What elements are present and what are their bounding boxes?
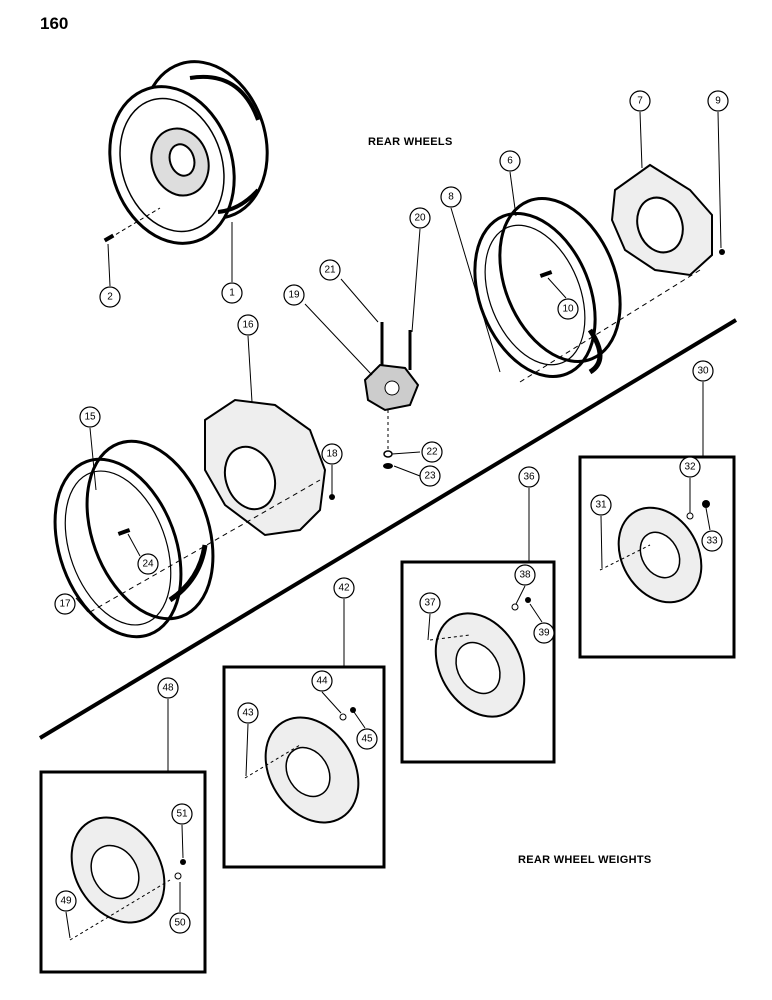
callout-6: 6 <box>507 156 513 167</box>
callout-circle-50 <box>169 912 191 934</box>
callout-circle-33 <box>701 530 723 552</box>
callout-18: 18 <box>326 449 338 460</box>
callout-1: 1 <box>229 288 235 299</box>
callout-51: 51 <box>176 809 188 820</box>
callout-circle-20 <box>409 207 431 229</box>
callout-circle-6 <box>499 150 521 172</box>
callout-37: 37 <box>424 598 436 609</box>
callout-22: 22 <box>426 447 438 458</box>
callout-circle-16 <box>237 314 259 336</box>
callout-circle-21 <box>319 259 341 281</box>
callout-labels: 1 2 6 7 8 9 10 15 16 17 18 19 20 21 22 2… <box>59 96 721 929</box>
callout-23: 23 <box>424 471 436 482</box>
callout-circle-24 <box>137 553 159 575</box>
callout-42: 42 <box>338 583 350 594</box>
callout-circle-37 <box>419 592 441 614</box>
wheel-assembly-15 <box>53 439 215 639</box>
callout-circle-17 <box>54 593 76 615</box>
callout-30: 30 <box>697 366 709 377</box>
callout-16: 16 <box>242 320 254 331</box>
callout-49: 49 <box>60 896 72 907</box>
callout-15: 15 <box>84 412 96 423</box>
callout-circle-22 <box>421 441 443 463</box>
callout-39: 39 <box>538 628 550 639</box>
callout-38: 38 <box>519 570 531 581</box>
weight-box-36 <box>400 560 556 764</box>
callout-8: 8 <box>448 192 454 203</box>
callout-circle-19 <box>283 284 305 306</box>
callout-36: 36 <box>523 472 535 483</box>
callout-48: 48 <box>162 683 174 694</box>
callout-circle-44 <box>311 670 333 692</box>
wheel-assembly-6 <box>473 197 622 378</box>
leader-lines <box>65 111 722 939</box>
callout-20: 20 <box>414 213 426 224</box>
weight-box-42 <box>222 665 386 869</box>
callout-19: 19 <box>288 290 300 301</box>
callout-21: 21 <box>324 265 336 276</box>
hub-19 <box>363 363 420 412</box>
callouts <box>54 90 729 934</box>
callout-7: 7 <box>637 96 643 107</box>
page-number: 160 <box>40 14 69 33</box>
callout-circle-42 <box>333 577 355 599</box>
callout-circle-39 <box>533 622 555 644</box>
callout-circle-43 <box>237 702 259 724</box>
callout-44: 44 <box>316 676 328 687</box>
callout-circle-7 <box>629 90 651 112</box>
callout-circle-38 <box>514 564 536 586</box>
rear-wheels-title: REAR WHEELS <box>368 136 453 148</box>
callout-circle-45 <box>356 728 378 750</box>
callout-circle-49 <box>55 890 77 912</box>
callout-circle-36 <box>518 466 540 488</box>
callout-31: 31 <box>595 500 607 511</box>
callout-43: 43 <box>242 708 254 719</box>
center-disc-7 <box>610 163 713 277</box>
callout-circle-18 <box>321 443 343 465</box>
callout-circle-31 <box>590 494 612 516</box>
callout-circle-8 <box>440 186 462 208</box>
callout-circle-2 <box>99 286 121 308</box>
callout-45: 45 <box>361 734 373 745</box>
callout-33: 33 <box>706 536 718 547</box>
callout-50: 50 <box>174 918 186 929</box>
section-divider <box>38 318 738 740</box>
callout-24: 24 <box>142 559 154 570</box>
callout-9: 9 <box>715 96 721 107</box>
callout-circle-30 <box>692 360 714 382</box>
callout-17: 17 <box>59 599 71 610</box>
callout-2: 2 <box>107 292 113 303</box>
callout-circle-15 <box>79 406 101 428</box>
weight-box-48 <box>39 770 207 974</box>
callout-circle-51 <box>171 803 193 825</box>
callout-circle-32 <box>679 456 701 478</box>
center-disc-16 <box>204 398 327 537</box>
callout-circle-1 <box>221 282 243 304</box>
callout-circle-9 <box>707 90 729 112</box>
callout-circle-10 <box>557 298 579 320</box>
callout-32: 32 <box>684 462 696 473</box>
wheel-assembly-1 <box>108 60 269 245</box>
rear-wheel-weights-title: REAR WHEEL WEIGHTS <box>518 854 652 866</box>
callout-circle-23 <box>419 465 441 487</box>
callout-circle-48 <box>157 677 179 699</box>
callout-10: 10 <box>562 304 574 315</box>
weight-box-30 <box>578 455 736 659</box>
